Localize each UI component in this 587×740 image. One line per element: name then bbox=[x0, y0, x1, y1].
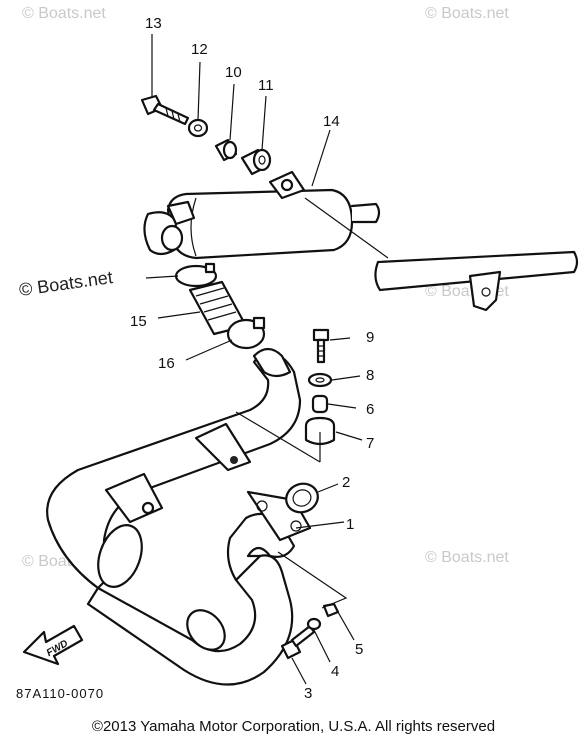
callout-2: 2 bbox=[342, 474, 350, 491]
gasket-2 bbox=[285, 482, 319, 514]
leader-lines bbox=[145, 34, 363, 685]
fwd-arrow-icon: FWD bbox=[22, 624, 84, 666]
callout-12: 12 bbox=[191, 41, 208, 58]
callout-8: 8 bbox=[366, 367, 374, 384]
expansion-chamber bbox=[46, 350, 312, 686]
clamp-16 bbox=[226, 316, 266, 350]
frame-tube bbox=[374, 250, 579, 312]
bolt-13 bbox=[140, 94, 190, 126]
clamp-upper bbox=[174, 262, 218, 288]
washer-4 bbox=[306, 617, 322, 631]
callout-3: 3 bbox=[304, 685, 312, 702]
callout-15: 15 bbox=[130, 313, 147, 330]
callout-13: 13 bbox=[145, 15, 162, 32]
washer-12 bbox=[187, 118, 209, 138]
leader-14-frame bbox=[304, 197, 389, 259]
callout-5: 5 bbox=[355, 641, 363, 658]
watermark-dark: © Boats.net bbox=[18, 267, 114, 300]
collar-6 bbox=[311, 394, 329, 414]
copyright-notice: ©2013 Yamaha Motor Corporation, U.S.A. A… bbox=[91, 718, 496, 735]
callout-14: 14 bbox=[323, 113, 340, 130]
callout-16: 16 bbox=[158, 355, 175, 372]
callout-6: 6 bbox=[366, 401, 374, 418]
callout-11: 11 bbox=[258, 77, 274, 94]
leader-7 bbox=[235, 411, 321, 463]
leader-hardware bbox=[277, 551, 348, 609]
callout-1: 1 bbox=[346, 516, 354, 533]
leader-14 bbox=[311, 129, 331, 187]
callout-7: 7 bbox=[366, 435, 374, 452]
watermark-top-left: © Boats.net bbox=[22, 5, 106, 22]
bolt-3 bbox=[280, 624, 316, 660]
watermark-bottom-right: © Boats.net bbox=[425, 549, 509, 566]
damper-7 bbox=[304, 416, 336, 446]
callout-4: 4 bbox=[331, 663, 339, 680]
muffler-14 bbox=[143, 170, 381, 260]
pipe-elbow bbox=[252, 347, 292, 378]
watermark-top-right: © Boats.net bbox=[425, 5, 509, 22]
bolt-9 bbox=[312, 328, 330, 364]
diagram-code: 87A110-0070 bbox=[16, 686, 105, 701]
grommet-11 bbox=[240, 148, 272, 176]
callout-10: 10 bbox=[225, 64, 242, 81]
callout-9: 9 bbox=[366, 329, 374, 346]
washer-8 bbox=[307, 372, 333, 388]
collar-10 bbox=[214, 138, 238, 162]
